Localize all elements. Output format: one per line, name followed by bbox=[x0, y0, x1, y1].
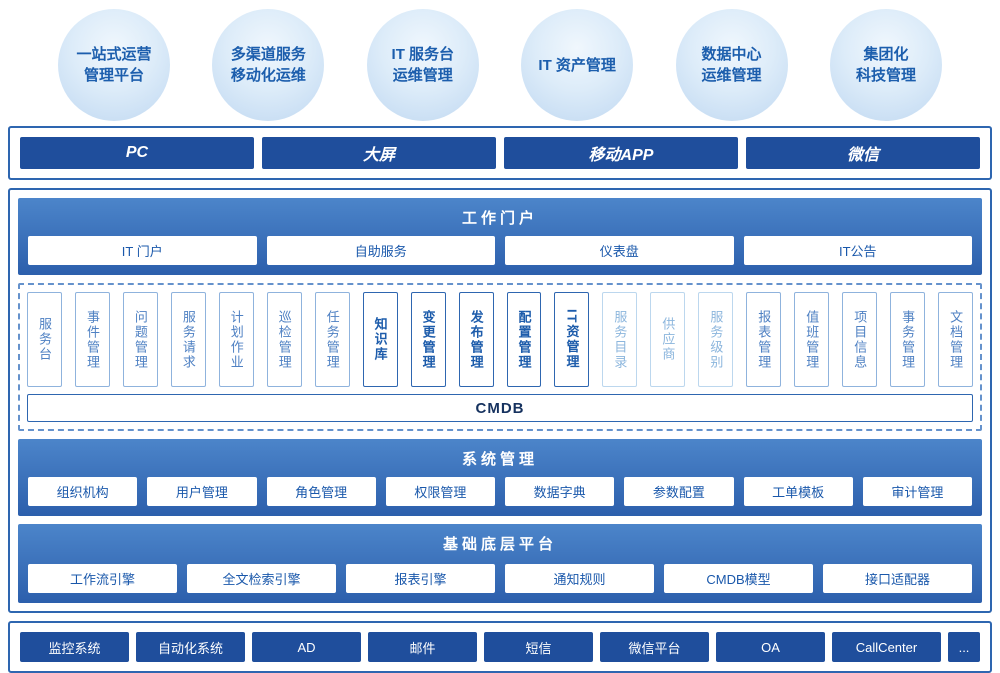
itsm-module-5: 计划作业 bbox=[218, 292, 254, 387]
system-management-title: 系统管理 bbox=[461, 451, 538, 468]
itsm-module-15: 服务级别 bbox=[698, 292, 734, 387]
base-platform-item-3: 报表引擎 bbox=[346, 564, 495, 593]
itsm-module-8: 知识库 bbox=[362, 292, 398, 387]
channel-bar-4: 微信 bbox=[746, 137, 980, 169]
scenario-bubble-4: IT 资产管理 bbox=[521, 9, 634, 121]
system-item-1: 组织机构 bbox=[28, 477, 138, 506]
integration-bar-2: 自动化系统 bbox=[136, 632, 245, 662]
itsm-module-20: 文档管理 bbox=[938, 292, 974, 387]
base-platform-item-1: 工作流引擎 bbox=[28, 564, 177, 593]
portal-item-1: IT 门户 bbox=[28, 236, 257, 265]
itsm-module-12: IT资管理 bbox=[554, 292, 590, 387]
portal-item-2: 自助服务 bbox=[266, 236, 495, 265]
itsm-modules-area: 服务台事件管理问题管理服务请求计划作业巡检管理任务管理知识库变更管理发布管理配置… bbox=[18, 283, 982, 431]
itsm-module-4: 服务请求 bbox=[170, 292, 206, 387]
platform-main-box: 工作门户 IT 门户自助服务仪表盘 IT公告 服务台事件管理问题管理服务请求计划作… bbox=[8, 188, 992, 613]
integration-bar-4: 邮件 bbox=[368, 632, 477, 662]
scenario-bubble-3: IT 服务台 运维管理 bbox=[366, 9, 479, 121]
integration-bar-8: CallCenter bbox=[832, 632, 941, 662]
itsm-module-14: 供应商 bbox=[650, 292, 686, 387]
cmdb-bar: CMDB bbox=[27, 394, 973, 422]
itsm-module-13: 服务目录 bbox=[602, 292, 638, 387]
system-item-2: 用户管理 bbox=[147, 477, 257, 506]
portal-item-3: 仪表盘 bbox=[505, 236, 734, 265]
system-management-panel: 系统管理 组织机构用户管理角色管理权限管理数据字典参数配置工单模板审计管理 bbox=[18, 439, 982, 516]
scenario-bubble-5: 数据中心 运维管理 bbox=[675, 9, 788, 121]
integration-bar-9: ... bbox=[948, 632, 980, 662]
channel-bar-2: 大屏 bbox=[262, 137, 496, 169]
itsm-module-19: 事务管理 bbox=[890, 292, 926, 387]
work-portal-panel: 工作门户 IT 门户自助服务仪表盘 IT公告 bbox=[18, 198, 982, 275]
system-item-7: 工单模板 bbox=[743, 477, 853, 506]
itsm-module-11: 配置管理 bbox=[506, 292, 542, 387]
itsm-module-10: 发布管理 bbox=[458, 292, 494, 387]
itsm-module-16: 报表管理 bbox=[746, 292, 782, 387]
channel-bar-1: PC bbox=[20, 137, 254, 169]
base-platform-panel: 基础底层平台 工作流引擎全文检索引擎报表引擎通知规则 CMDB模型接口适配器 bbox=[18, 524, 982, 603]
itsm-module-1: 服务台 bbox=[27, 292, 62, 387]
integration-bar-3: AD bbox=[252, 632, 361, 662]
itsm-module-9: 变更管理 bbox=[410, 292, 446, 387]
portal-item-4: IT公告 bbox=[743, 236, 972, 265]
system-item-6: 参数配置 bbox=[624, 477, 734, 506]
scenario-bubbles-row: 一站式运营 管理平台多渠道服务 移动化运维 IT 服务台 运维管理 IT 资产管理数… bbox=[8, 8, 992, 122]
base-platform-title: 基础底层平台 bbox=[442, 536, 557, 553]
base-platform-items-row: 工作流引擎全文检索引擎报表引擎通知规则 CMDB模型接口适配器 bbox=[28, 564, 972, 593]
itsm-module-17: 值班管理 bbox=[794, 292, 830, 387]
itsm-modules-row: 服务台事件管理问题管理服务请求计划作业巡检管理任务管理知识库变更管理发布管理配置… bbox=[27, 292, 974, 387]
scenario-bubble-2: 多渠道服务 移动化运维 bbox=[212, 9, 325, 121]
base-platform-item-5: CMDB模型 bbox=[664, 564, 813, 593]
integration-bar-5: 短信 bbox=[484, 632, 593, 662]
channel-bar-3: 移动APP bbox=[504, 137, 738, 169]
integration-bar-7: OA bbox=[716, 632, 825, 662]
itsm-module-18: 项目信息 bbox=[842, 292, 878, 387]
portal-items-row: IT 门户自助服务仪表盘 IT公告 bbox=[28, 236, 972, 265]
base-platform-item-4: 通知规则 bbox=[505, 564, 654, 593]
itsm-module-3: 问题管理 bbox=[122, 292, 158, 387]
base-platform-item-2: 全文检索引擎 bbox=[187, 564, 336, 593]
integration-bar-1: 监控系统 bbox=[20, 632, 129, 662]
base-platform-item-6: 接口适配器 bbox=[823, 564, 972, 593]
system-items-row: 组织机构用户管理角色管理权限管理数据字典参数配置工单模板审计管理 bbox=[28, 477, 972, 506]
itsm-module-6: 巡检管理 bbox=[266, 292, 302, 387]
integration-bar-6: 微信平台 bbox=[600, 632, 709, 662]
scenario-bubble-1: 一站式运营 管理平台 bbox=[58, 9, 170, 121]
work-portal-title: 工作门户 bbox=[461, 210, 538, 227]
system-item-3: 角色管理 bbox=[266, 477, 376, 506]
system-item-8: 审计管理 bbox=[862, 477, 972, 506]
scenario-bubble-6: 集团化 科技管理 bbox=[829, 9, 942, 121]
system-item-4: 权限管理 bbox=[385, 477, 495, 506]
system-item-5: 数据字典 bbox=[505, 477, 615, 506]
itsm-module-7: 任务管理 bbox=[314, 292, 350, 387]
itsm-module-2: 事件管理 bbox=[74, 292, 110, 387]
